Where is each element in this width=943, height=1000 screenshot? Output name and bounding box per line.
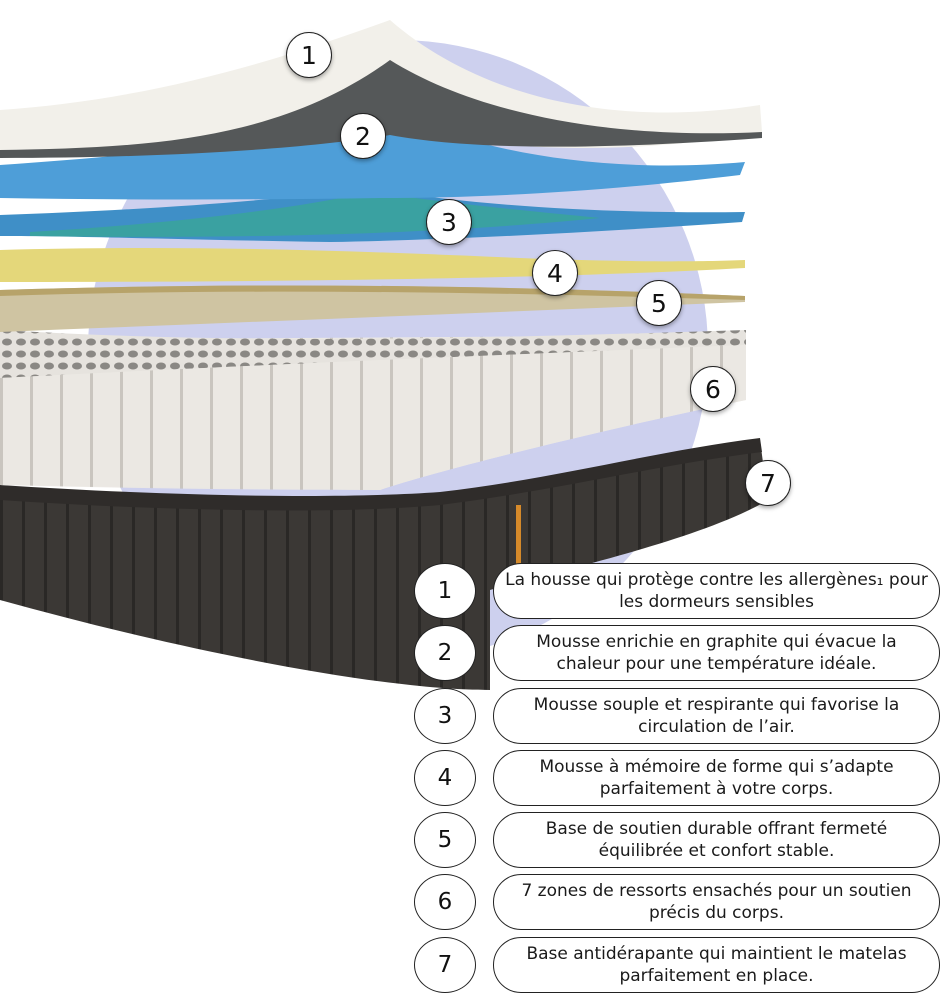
legend-number: 2 [414,625,476,681]
layer-badge-1: 1 [286,32,332,78]
layer-badge-4: 4 [532,250,578,296]
legend-number: 5 [414,812,476,868]
legend-description: Base de soutien durable offrant fermeté … [493,812,940,868]
layer-badge-5: 5 [636,280,682,326]
cover-layer [0,20,762,158]
legend-row-4: 4 Mousse à mémoire de forme qui s’adapte… [414,750,942,808]
legend-row-5: 5 Base de soutien durable offrant fermet… [414,812,942,870]
legend-description: 7 zones de ressorts ensachés pour un sou… [493,874,940,930]
legend-number: 4 [414,750,476,806]
legend-row-7: 7 Base antidérapante qui maintient le ma… [414,937,942,995]
legend-row-3: 3 Mousse souple et respirante qui favori… [414,688,942,746]
legend-description: La housse qui protège contre les allergè… [493,563,940,619]
legend-number: 3 [414,688,476,744]
legend-number: 6 [414,874,476,930]
layer-badge-6: 6 [690,366,736,412]
legend-number: 7 [414,937,476,993]
layer-badge-7: 7 [745,460,791,506]
legend-number: 1 [414,563,476,619]
layer-badge-2: 2 [340,113,386,159]
layer-badge-3: 3 [426,199,472,245]
legend-row-2: 2 Mousse enrichie en graphite qui évacue… [414,625,942,683]
legend-description: Mousse souple et respirante qui favorise… [493,688,940,744]
legend-row-1: 1 La housse qui protège contre les aller… [414,563,942,621]
support-base-layer [0,285,745,332]
legend-description: Base antidérapante qui maintient le mate… [493,937,940,993]
legend-description: Mousse à mémoire de forme qui s’adapte p… [493,750,940,806]
springs-layer [0,330,746,490]
legend-row-6: 6 7 zones de ressorts ensachés pour un s… [414,874,942,932]
legend-description: Mousse enrichie en graphite qui évacue l… [493,625,940,681]
base-layer [0,438,768,690]
